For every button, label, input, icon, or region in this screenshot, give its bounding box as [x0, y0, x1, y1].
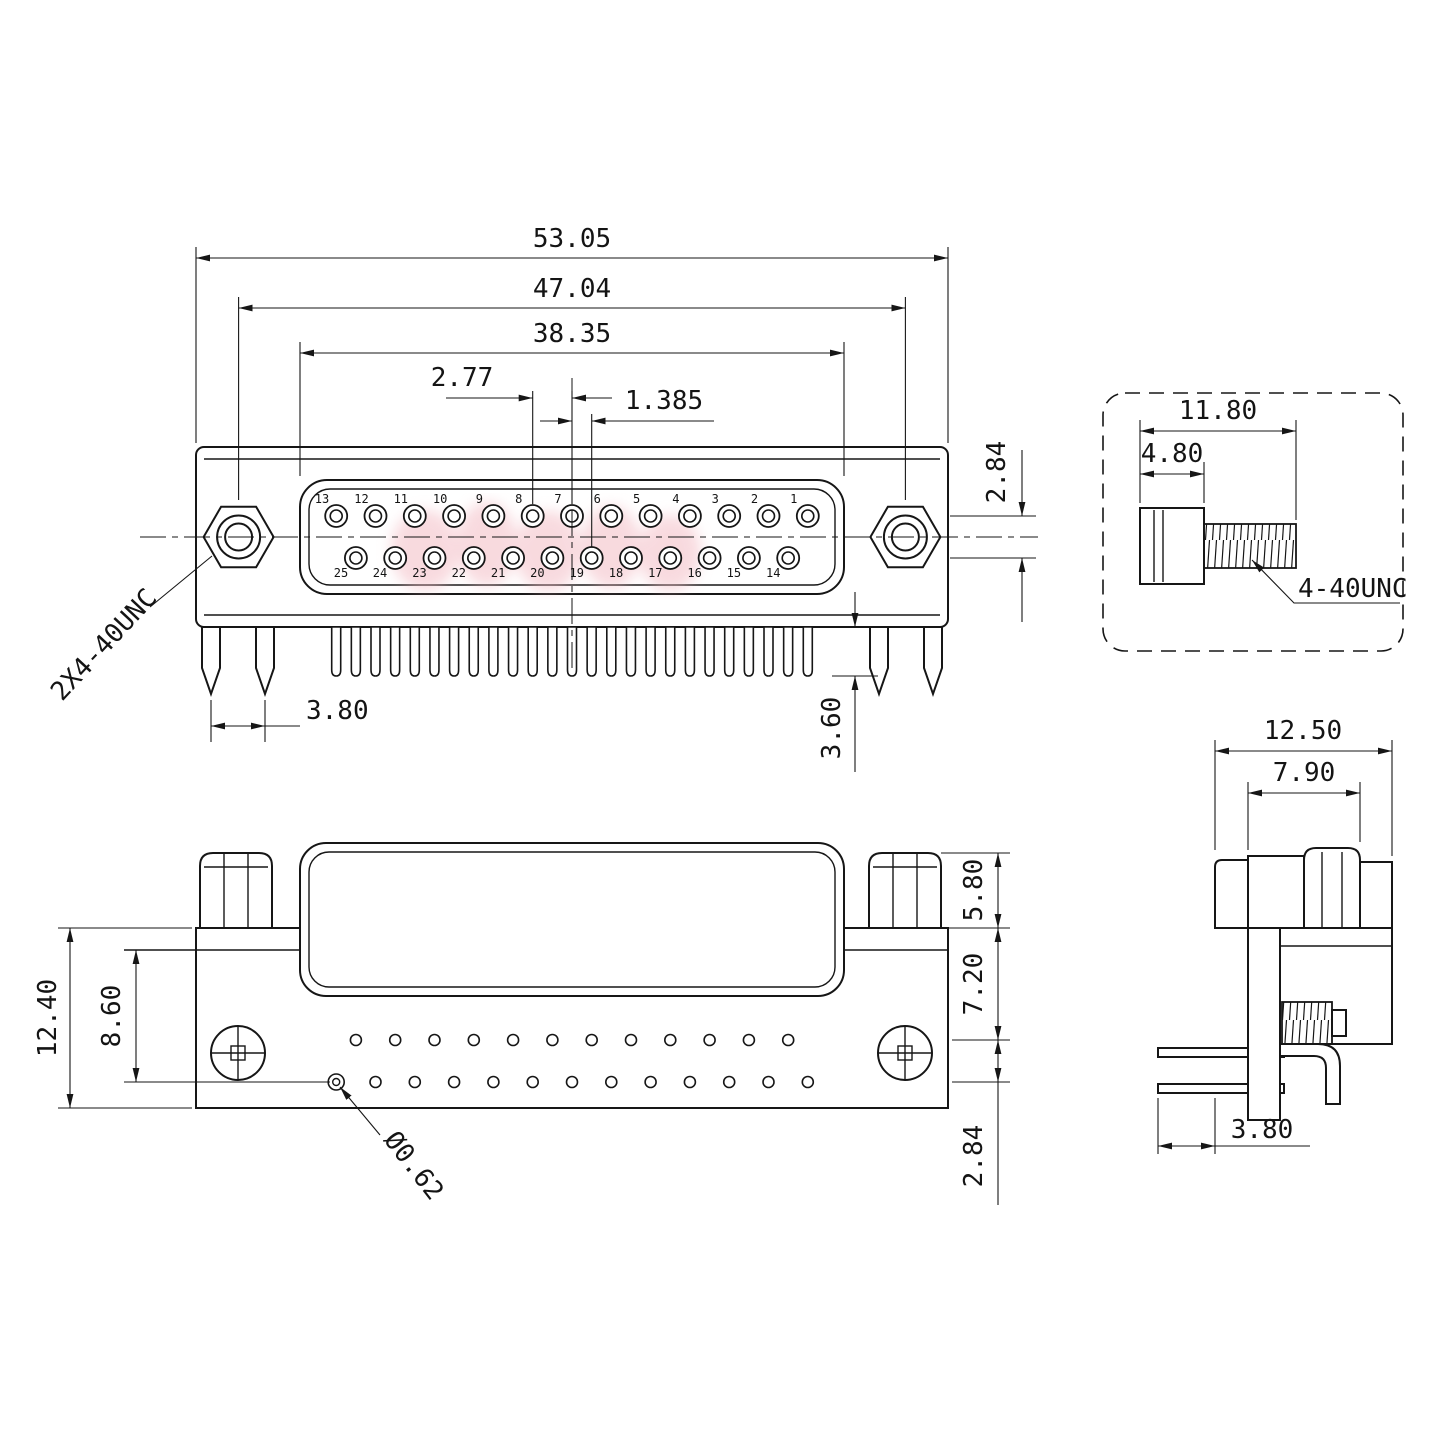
thread-callout-label: 2X4-40UNC — [45, 583, 163, 707]
pin-number-label: 17 — [648, 566, 662, 580]
dim-head-length: 4.80 — [1141, 439, 1204, 469]
dim-hole-diameter: Ø0.62 — [377, 1126, 449, 1206]
thread-collar — [1331, 1009, 1347, 1037]
dim-bracket-pin-spacing: 3.80 — [306, 696, 369, 726]
screw-thread — [1203, 523, 1297, 569]
pin-number-label: 6 — [594, 492, 601, 506]
pin-number-label: 3 — [712, 492, 719, 506]
jackscrew-thread-side — [1281, 1001, 1333, 1045]
hex-standoff-right — [868, 852, 942, 929]
pin-number-label: 4 — [672, 492, 679, 506]
dim-row-stagger: 1.385 — [625, 386, 703, 416]
pin-number-label: 24 — [373, 566, 387, 580]
pin-number-label: 15 — [727, 566, 741, 580]
shell-nose-side — [1214, 859, 1249, 929]
pin-number-label: 25 — [334, 566, 348, 580]
body-back-top — [1359, 861, 1393, 929]
pin-number-labels: 13 12 11 10 9 8 7 6 5 4 3 2 1 25 24 23 2… — [315, 492, 798, 580]
pin-number-label: 7 — [554, 492, 561, 506]
dim-pin-pitch: 2.77 — [431, 363, 494, 393]
dim-row-spacing: 2.84 — [982, 441, 1012, 504]
pin-number-label: 23 — [412, 566, 426, 580]
mount-screw-right — [877, 1025, 933, 1081]
pin-number-label: 20 — [530, 566, 544, 580]
pin-number-label: 10 — [433, 492, 447, 506]
pin-number-label: 16 — [687, 566, 701, 580]
dim-overall-depth: 12.40 — [33, 979, 63, 1057]
side-view-dimensions: 12.50 7.90 3.80 — [1157, 716, 1393, 1154]
pin-number-label: 19 — [569, 566, 583, 580]
pin-number-label: 13 — [315, 492, 329, 506]
side-view: 12.50 7.90 3.80 — [1157, 716, 1393, 1154]
dim-side-body-width: 7.90 — [1273, 758, 1336, 788]
dim-tail-length: 3.60 — [817, 697, 847, 760]
dim-pin-stickout: 3.80 — [1231, 1115, 1294, 1145]
mount-screw-left — [210, 1025, 266, 1081]
pin-number-label: 8 — [515, 492, 522, 506]
front-view: 13 12 11 10 9 8 7 6 5 4 3 2 1 25 24 23 2… — [45, 224, 1038, 772]
pin-number-label: 12 — [354, 492, 368, 506]
dim-shell-width: 38.35 — [533, 319, 611, 349]
thread-callout-detail-label: 4-40UNC — [1298, 574, 1408, 604]
hex-standoff-side — [1303, 847, 1361, 929]
dim-overall-width: 53.05 — [533, 224, 611, 254]
screw-detail-dimensions: 11.80 4.80 4-40UNC — [1139, 396, 1408, 604]
pin-number-label: 2 — [751, 492, 758, 506]
dim-screw-length: 11.80 — [1179, 396, 1257, 426]
dim-hex-height: 5.80 — [959, 859, 989, 922]
pin-number-label: 22 — [452, 566, 466, 580]
dim-side-overall-depth: 12.50 — [1264, 716, 1342, 746]
hex-standoff-left — [199, 852, 273, 929]
bent-bracket — [1279, 1043, 1341, 1105]
pin-number-label: 18 — [609, 566, 623, 580]
bottom-view: 12.40 8.60 5.80 7.20 2.84 Ø0.62 — [33, 842, 1010, 1206]
flange-plate-side — [1247, 927, 1281, 1121]
dim-bottom-row-spacing: 2.84 — [959, 1125, 989, 1188]
pin-holes-bottom-row — [327, 1073, 815, 1091]
dim-body-depth: 7.20 — [959, 953, 989, 1016]
dim-mount-hole-spacing: 47.04 — [533, 274, 611, 304]
pin-number-label: 11 — [394, 492, 408, 506]
pin-number-label: 21 — [491, 566, 505, 580]
pin-number-label: 9 — [476, 492, 483, 506]
shell-plan-outline — [299, 842, 845, 997]
detail-boundary — [1102, 392, 1404, 652]
bracket-legs — [201, 626, 943, 698]
screw-head — [1139, 507, 1205, 585]
pin-number-label: 1 — [790, 492, 797, 506]
pin-number-label: 14 — [766, 566, 780, 580]
pin-number-label: 5 — [633, 492, 640, 506]
dim-hole-row-depth: 8.60 — [97, 985, 127, 1048]
flange-top-block — [1247, 855, 1305, 929]
screw-detail-view: 11.80 4.80 4-40UNC — [1102, 392, 1408, 652]
